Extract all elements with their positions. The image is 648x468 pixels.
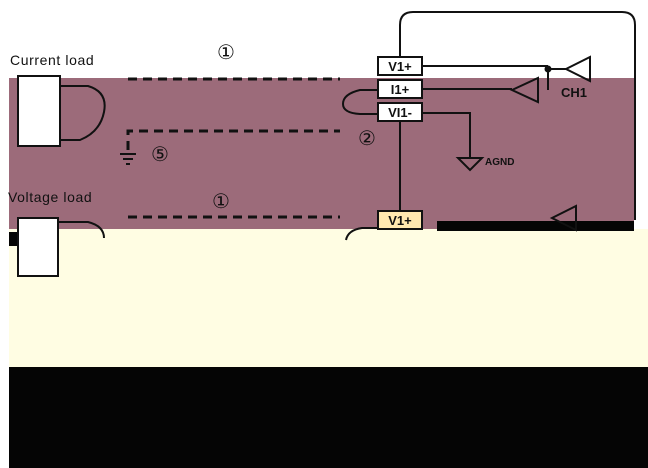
voltage-load-label: Voltage load bbox=[8, 189, 93, 205]
current-load-box bbox=[17, 75, 61, 147]
terminal-vi1-minus: VI1- bbox=[377, 102, 423, 122]
vi1-agnd-wire bbox=[423, 112, 471, 158]
ch1-label: CH1 bbox=[561, 85, 588, 100]
terminal-v1-plus-lower: V1+ bbox=[377, 210, 423, 230]
cable-marker-1-top: ① bbox=[217, 42, 235, 64]
top-loop-wire bbox=[399, 11, 636, 220]
cable-marker-2: ② bbox=[358, 128, 376, 150]
agnd-label: AGND bbox=[485, 157, 515, 168]
current-input-loop bbox=[341, 89, 378, 115]
terminal-v1-plus: V1+ bbox=[377, 56, 423, 76]
black-band-bottom bbox=[9, 367, 648, 468]
terminal-i1-plus: I1+ bbox=[377, 79, 423, 99]
cable-marker-5: ⑤ bbox=[151, 144, 169, 166]
voltage-load-box bbox=[17, 217, 59, 277]
dashed-cable-shield bbox=[126, 129, 340, 150]
voltage-load-wire bbox=[58, 221, 105, 239]
cable-marker-1-bottom: ① bbox=[212, 191, 230, 213]
agnd-triangle bbox=[455, 157, 485, 172]
voltage-input-loop bbox=[345, 227, 378, 241]
mauve-band bbox=[9, 78, 634, 229]
black-band-top bbox=[437, 221, 634, 231]
current-load-label: Current load bbox=[10, 52, 95, 68]
current-load-wire bbox=[60, 85, 106, 141]
cream-band bbox=[9, 229, 648, 367]
lower-amplifier bbox=[549, 204, 577, 232]
i1-amplifier bbox=[509, 76, 539, 104]
ch1-amplifier bbox=[563, 55, 591, 83]
